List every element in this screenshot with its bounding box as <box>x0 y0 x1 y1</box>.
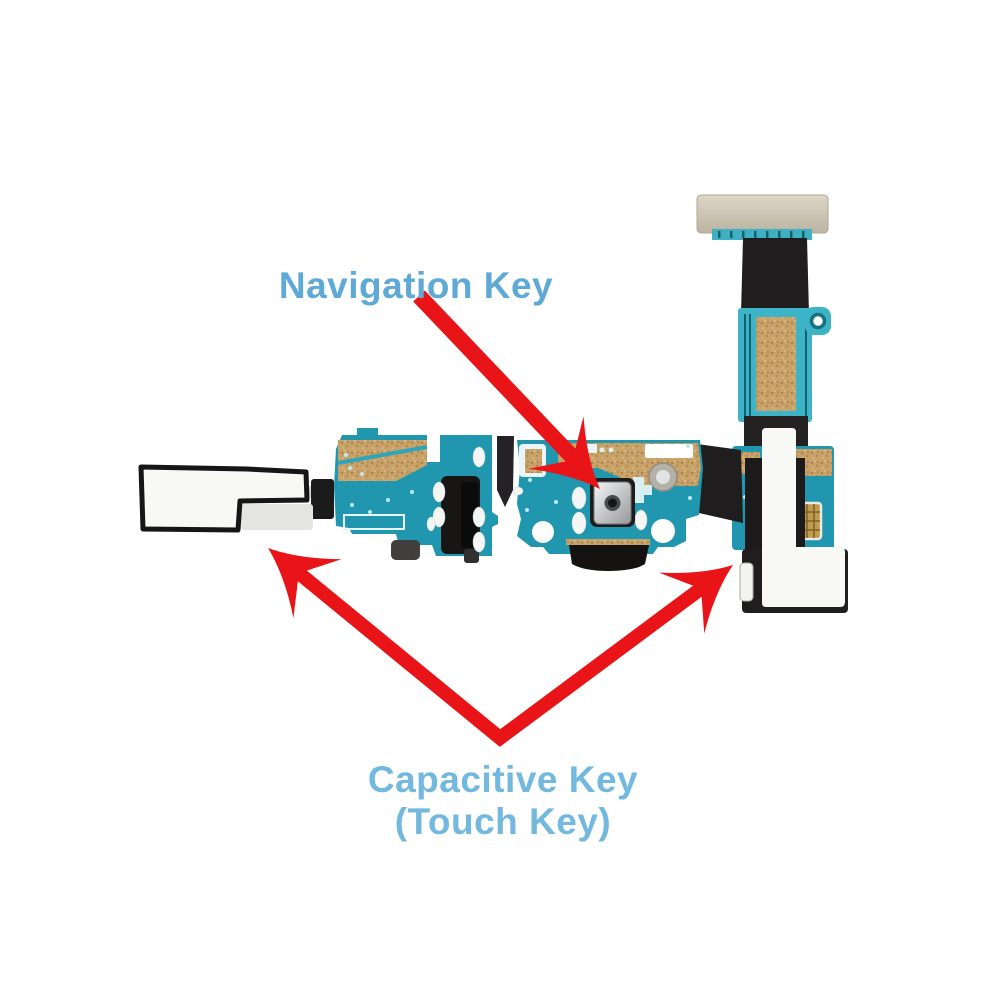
mid-copper-pad <box>756 317 796 411</box>
solder-pad <box>571 486 587 510</box>
copper-trace-line <box>337 445 428 465</box>
usb-charge-connector <box>569 545 649 571</box>
navigation-key-label: Navigation Key <box>279 265 553 306</box>
contact-tick <box>790 231 793 238</box>
solder-pad <box>634 509 648 531</box>
board-dot <box>386 498 390 502</box>
screw-hole <box>656 470 670 484</box>
solder-pad <box>472 531 486 553</box>
capacitive-key-label-line1: Capacitive Key <box>368 759 638 800</box>
solder-pads-right <box>512 486 648 535</box>
solder-pad <box>432 481 446 503</box>
mic-hole-left <box>532 521 554 543</box>
inter-board-flex <box>497 436 514 507</box>
home-key-pad-group <box>138 464 334 533</box>
annotation-arrows <box>268 290 733 747</box>
copper-cutout <box>585 444 597 453</box>
capacitive-arrow-head-right <box>658 565 733 634</box>
board-dot <box>599 447 605 453</box>
dome-center <box>608 498 617 508</box>
board-dot <box>360 472 364 476</box>
flex-ribbon-upper <box>741 238 809 314</box>
board-dot <box>688 496 692 500</box>
contact-tick <box>718 231 721 238</box>
capacitive-key-sticker-right <box>762 428 845 607</box>
lcd-connector <box>696 194 829 234</box>
headphone-jack-inner <box>461 482 478 548</box>
capacitive-arrow-shaft <box>295 568 704 747</box>
board-dot <box>525 508 529 512</box>
contact-tick <box>802 231 805 238</box>
arrow-head-shape <box>528 416 600 489</box>
right-flex-assembly <box>696 194 848 613</box>
board-to-flex-connector <box>697 444 743 523</box>
arrow-head-shape <box>658 565 733 634</box>
contact-tick <box>742 231 745 238</box>
solder-pad <box>432 506 446 528</box>
contact-tick <box>778 231 781 238</box>
solder-pad <box>512 486 524 496</box>
jack-foot <box>391 540 420 560</box>
board-dot <box>410 490 414 494</box>
solder-pad <box>571 511 587 535</box>
board-dots-right <box>525 444 692 512</box>
copper-cutouts <box>585 444 693 458</box>
capacitive-arrow-head-left <box>268 548 342 618</box>
board-dots-left <box>344 453 414 514</box>
contact-tick <box>730 231 733 238</box>
plus-pad <box>625 477 652 503</box>
contact-ticks <box>718 231 805 238</box>
main-charge-port-board <box>334 428 743 571</box>
solder-pad <box>426 516 436 532</box>
board-dot <box>554 500 558 504</box>
usb-shield-strip <box>566 539 650 545</box>
home-key-adhesive-pad <box>138 464 310 533</box>
mid-trace-lines <box>744 314 807 418</box>
home-key-connector <box>311 479 334 519</box>
home-key-subpad <box>241 504 313 530</box>
contact-tick <box>754 231 757 238</box>
arrow-head-shape <box>268 548 342 618</box>
board-dot <box>368 510 372 514</box>
board-dot <box>350 503 354 507</box>
board-dot <box>686 444 690 448</box>
board-dot <box>608 447 614 453</box>
navigation-arrow-head <box>528 416 600 489</box>
contact-tick <box>766 231 769 238</box>
board-dot <box>344 453 348 457</box>
navigation-arrow-shaft <box>413 290 584 469</box>
bottom-pad <box>464 549 479 563</box>
board-dot <box>348 466 352 470</box>
solder-pad <box>472 446 486 468</box>
solder-pad <box>472 506 486 528</box>
copper-cutout <box>645 444 693 458</box>
connector-contact-strip <box>712 229 812 240</box>
capacitive-key-label-line2: (Touch Key) <box>395 801 612 842</box>
board-dot <box>528 478 532 482</box>
eyelet-hole <box>809 312 827 330</box>
annotation-labels: Navigation Key Capacitive Key (Touch Key… <box>279 265 638 842</box>
solder-pads-left <box>426 446 486 553</box>
silkscreen-outline <box>343 514 405 530</box>
mic-hole-right <box>651 519 675 543</box>
nav-dome-switch <box>590 478 635 527</box>
flex-clip <box>739 562 754 602</box>
